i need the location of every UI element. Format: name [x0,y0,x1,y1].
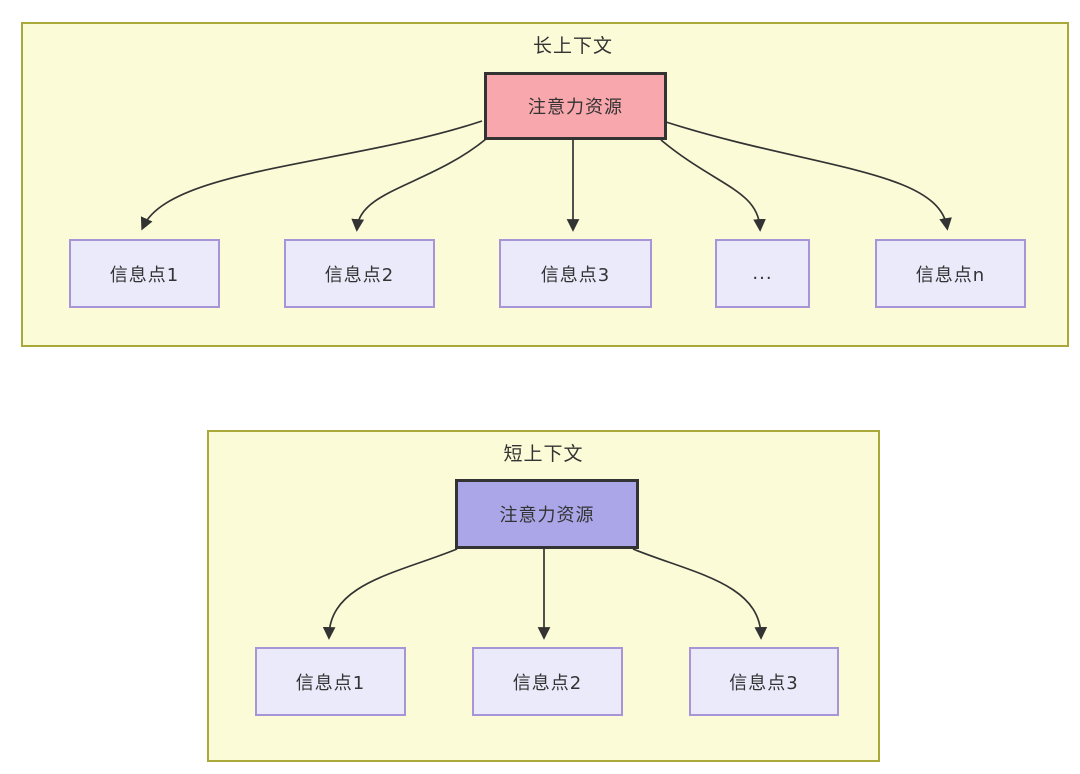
long-info-point-3: 信息点3 [499,239,652,308]
short-info-point-2: 信息点2 [472,647,623,716]
short-attention-resource-label: 注意力资源 [499,505,595,526]
long-info-point-n: 信息点n [875,239,1026,308]
long-info-point-ellipsis: ... [715,239,810,308]
long-context-container: 长上下文 注意力资源 信息点1 信息点2 信息点3 ... 信息点n [21,22,1069,347]
short-info-point-1: 信息点1 [255,647,406,716]
short-context-title: 短上下文 [503,443,584,465]
long-info-point-2: 信息点2 [284,239,435,308]
long-info-point-1: 信息点1 [69,239,220,308]
short-attention-resource-box: 注意力资源 [455,479,639,549]
long-context-title: 长上下文 [532,35,613,57]
short-info-point-3: 信息点3 [689,647,839,716]
long-attention-resource-box: 注意力资源 [484,72,667,140]
long-attention-resource-label: 注意力资源 [528,97,623,118]
short-context-container: 短上下文 注意力资源 信息点1 信息点2 信息点3 [207,430,880,762]
